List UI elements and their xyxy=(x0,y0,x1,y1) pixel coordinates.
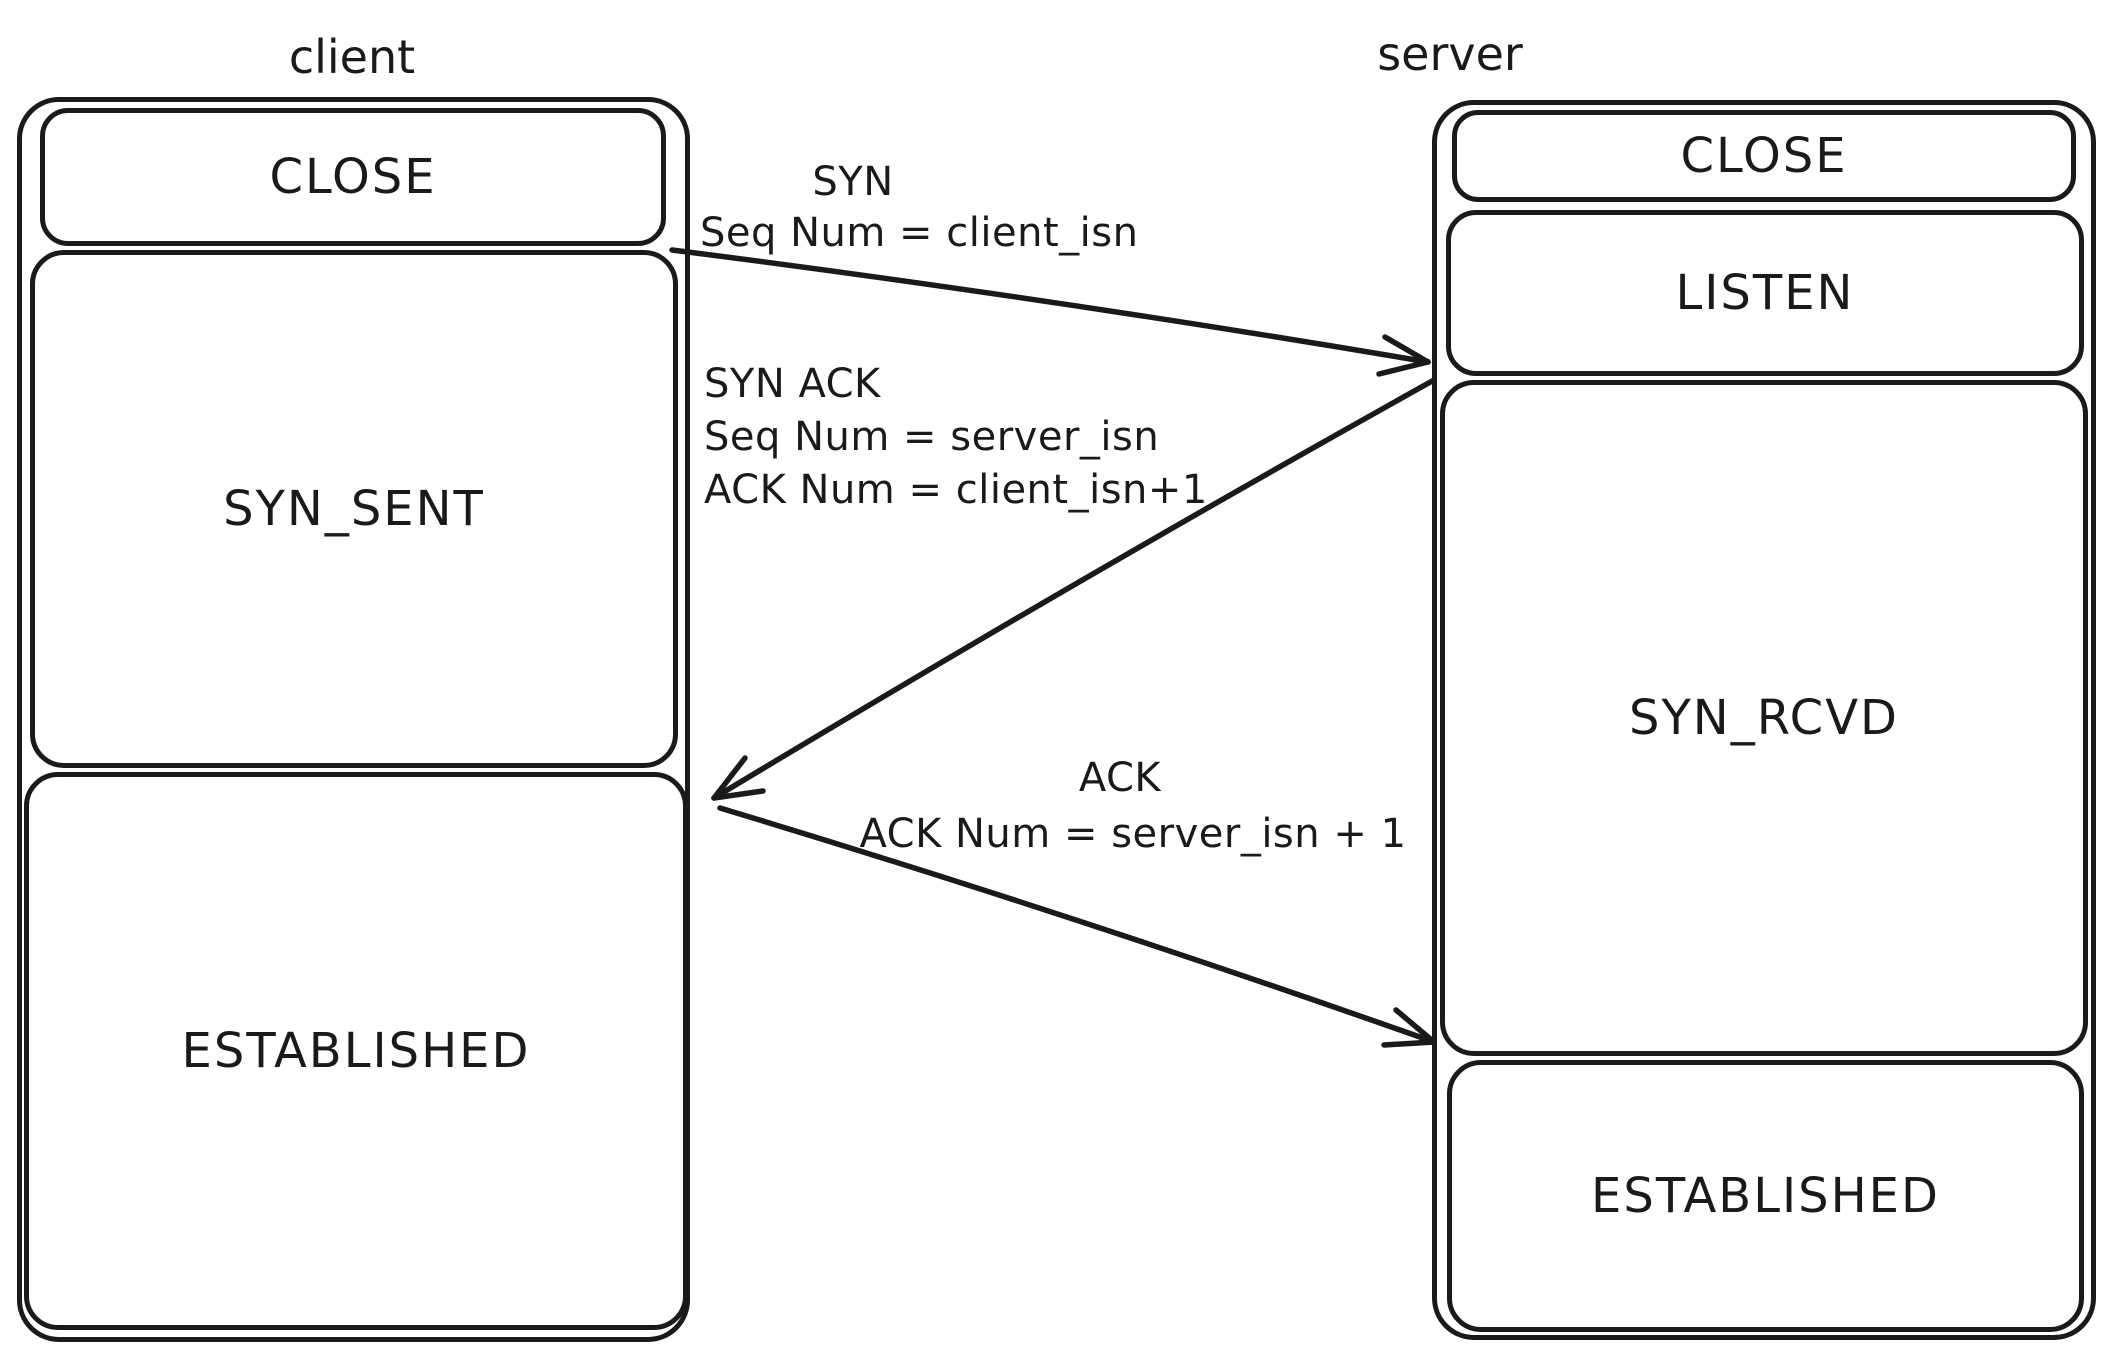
syn-ack-message-detail-1: Seq Num = server_isn xyxy=(704,414,1160,460)
server-state-listen-label: LISTEN xyxy=(1675,265,1855,321)
client-state-syn-sent-label: SYN_SENT xyxy=(223,481,485,537)
server-state-close-label: CLOSE xyxy=(1680,128,1848,184)
server-state-close: CLOSE xyxy=(1452,110,2076,202)
client-column-title: client xyxy=(288,30,416,84)
client-column-frame xyxy=(17,97,690,1342)
client-state-syn-sent: SYN_SENT xyxy=(30,250,678,768)
server-column-title: server xyxy=(1377,27,1523,81)
syn-message-detail: Seq Num = client_isn xyxy=(700,210,1139,256)
syn-message-title: SYN xyxy=(812,159,894,205)
syn-ack-message-detail-2: ACK Num = client_isn+1 xyxy=(704,467,1208,513)
ack-message-detail: ACK Num = server_isn + 1 xyxy=(859,811,1407,857)
syn-ack-message-title: SYN ACK xyxy=(704,361,881,407)
client-state-close-label: CLOSE xyxy=(269,149,437,205)
server-state-established-label: ESTABLISHED xyxy=(1591,1168,1940,1224)
server-state-listen: LISTEN xyxy=(1446,210,2084,376)
syn-arrow xyxy=(669,247,1431,377)
server-state-syn-rcvd-label: SYN_RCVD xyxy=(1629,690,1899,746)
syn-ack-message-block: SYN ACK Seq Num = server_isn ACK Num = c… xyxy=(704,358,1208,517)
client-state-established: ESTABLISHED xyxy=(24,772,688,1330)
client-state-close: CLOSE xyxy=(40,108,666,246)
server-state-established: ESTABLISHED xyxy=(1447,1060,2084,1332)
client-state-established-label: ESTABLISHED xyxy=(181,1023,531,1079)
server-state-syn-rcvd: SYN_RCVD xyxy=(1440,380,2088,1056)
ack-message-title: ACK xyxy=(1078,755,1162,801)
